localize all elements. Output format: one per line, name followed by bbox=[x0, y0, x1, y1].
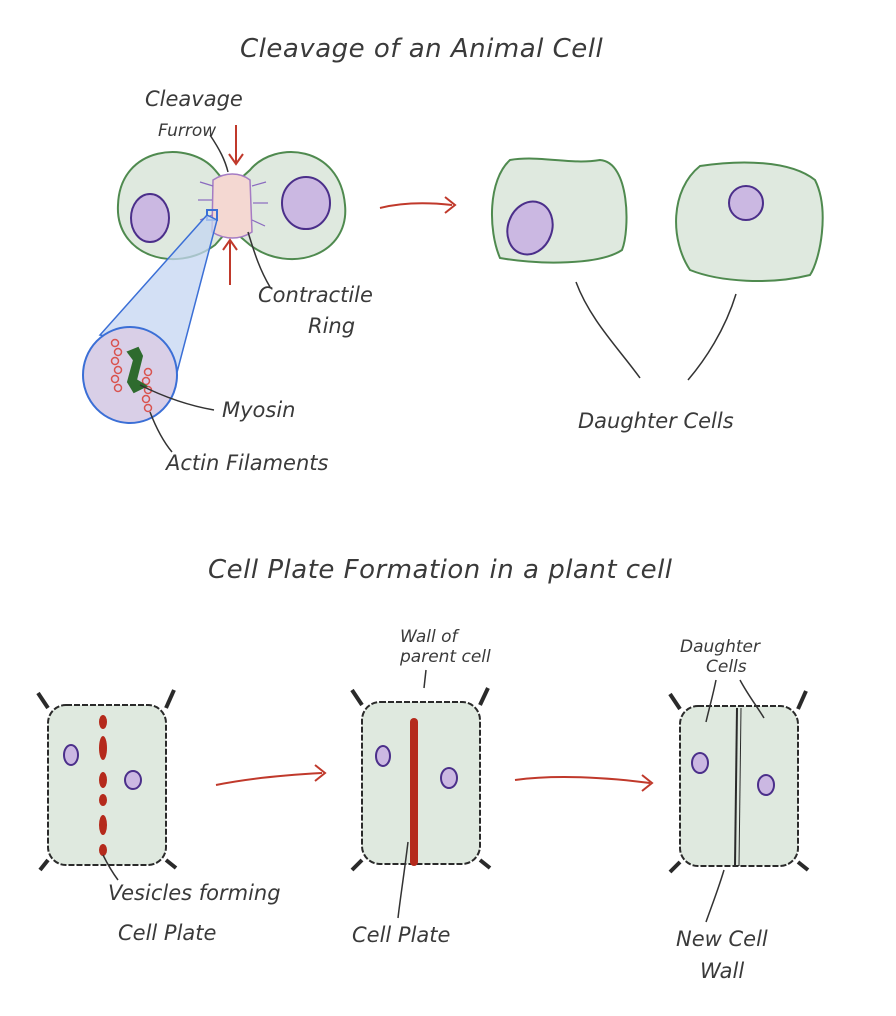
leader-daughter-left bbox=[575, 281, 641, 379]
cell-plate bbox=[410, 718, 418, 866]
daughter-left-nucleus bbox=[506, 200, 554, 256]
plant-section-title: Cell Plate Formation in a plant cell bbox=[208, 555, 673, 585]
label-daughter: Daughter bbox=[680, 637, 761, 657]
leader-daughter-right bbox=[687, 293, 737, 381]
plant-progress-arrow-2 bbox=[514, 774, 654, 792]
nucleus-left bbox=[130, 193, 170, 243]
plant-cell-plate-section: Cell Plate Formation in a plant cell Ves… bbox=[36, 555, 810, 983]
leader-daughter-cells-left bbox=[705, 679, 717, 723]
label-vesicles-forming: Vesicles forming bbox=[108, 881, 281, 905]
daughter-right-nucleus bbox=[728, 185, 764, 221]
label-furrow: Furrow bbox=[158, 121, 216, 141]
label-cell-plate-1: Cell Plate bbox=[118, 921, 216, 945]
label-ring: Ring bbox=[308, 314, 355, 338]
plant-cell-stage-2 bbox=[350, 687, 492, 872]
leader-myosin bbox=[139, 384, 215, 411]
daughter-cell-right bbox=[675, 161, 824, 283]
label-cells: Cells bbox=[706, 657, 747, 677]
new-cell-wall bbox=[734, 707, 738, 867]
label-daughter-cells: Daughter Cells bbox=[578, 409, 734, 433]
vesicles bbox=[99, 715, 107, 856]
leader-contractile-ring bbox=[247, 231, 271, 288]
furrow-arrow-top bbox=[228, 125, 244, 166]
leader-actin bbox=[149, 411, 173, 453]
leader-cell-plate bbox=[397, 841, 409, 919]
plant-cell-stage-3 bbox=[668, 690, 810, 874]
animal-section-title: Cleavage of an Animal Cell bbox=[240, 34, 604, 64]
leader-vesicles bbox=[102, 854, 119, 881]
label-myosin: Myosin bbox=[222, 398, 295, 422]
plant-cell-stage-1 bbox=[36, 689, 178, 872]
animal-cleavage-section: Cleavage of an Animal Cell bbox=[82, 34, 824, 475]
label-wall: Wall bbox=[700, 959, 744, 983]
leader-furrow bbox=[209, 134, 229, 173]
leader-parent-wall bbox=[423, 669, 427, 689]
animal-progress-arrow bbox=[379, 196, 457, 214]
label-actin-filaments: Actin Filaments bbox=[164, 451, 329, 475]
myosin-protein bbox=[126, 346, 149, 394]
label-cleavage: Cleavage bbox=[145, 87, 243, 111]
label-cell-plate-2: Cell Plate bbox=[352, 923, 450, 947]
leader-new-wall bbox=[705, 869, 725, 923]
contractile-ring-region bbox=[211, 173, 253, 239]
plant-progress-arrow-1 bbox=[215, 764, 327, 786]
furrow-arrow-bottom bbox=[222, 238, 238, 285]
nucleus-right bbox=[281, 176, 331, 230]
label-new-cell: New Cell bbox=[676, 927, 768, 951]
label-wall-of: Wall of bbox=[400, 627, 461, 647]
leader-daughter-cells-right bbox=[739, 679, 765, 719]
label-contractile: Contractile bbox=[258, 283, 373, 307]
label-parent-cell: parent cell bbox=[399, 647, 491, 667]
